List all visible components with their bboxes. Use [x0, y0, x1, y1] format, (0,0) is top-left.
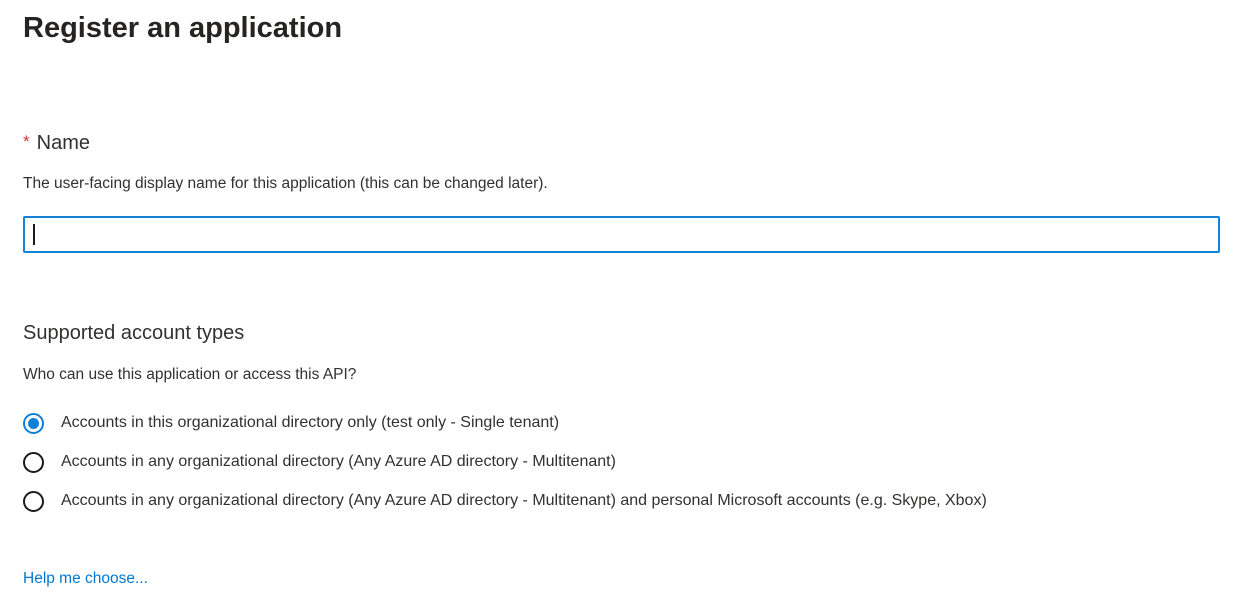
name-field-label-row: * Name — [23, 128, 1220, 157]
radio-option-label: Accounts in any organizational directory… — [61, 453, 616, 470]
account-types-radio-group: Accounts in this organizational director… — [23, 412, 1220, 512]
radio-dot — [28, 457, 39, 468]
required-asterisk: * — [23, 132, 30, 151]
radio-option-single-tenant[interactable]: Accounts in this organizational director… — [23, 412, 1220, 434]
supported-account-types-heading: Supported account types — [23, 322, 245, 344]
help-me-choose-link[interactable]: Help me choose... — [23, 570, 148, 587]
name-field-description: The user-facing display name for this ap… — [23, 175, 548, 192]
radio-option-label: Accounts in any organizational directory… — [61, 492, 987, 509]
radio-option-multitenant[interactable]: Accounts in any organizational directory… — [23, 451, 1220, 473]
account-types-question: Who can use this application or access t… — [23, 366, 357, 383]
radio-dot — [28, 496, 39, 507]
radio-option-multitenant-personal[interactable]: Accounts in any organizational directory… — [23, 490, 1220, 512]
radio-button-unselected-icon[interactable] — [23, 490, 44, 512]
radio-button-unselected-icon[interactable] — [23, 451, 44, 473]
name-input[interactable] — [23, 216, 1220, 253]
radio-option-label: Accounts in this organizational director… — [61, 414, 560, 431]
radio-dot — [28, 417, 39, 429]
name-input-wrapper — [23, 216, 1220, 253]
radio-button-selected-icon[interactable] — [23, 412, 44, 434]
name-field-label: Name — [36, 132, 90, 154]
page-title: Register an application — [23, 12, 343, 44]
